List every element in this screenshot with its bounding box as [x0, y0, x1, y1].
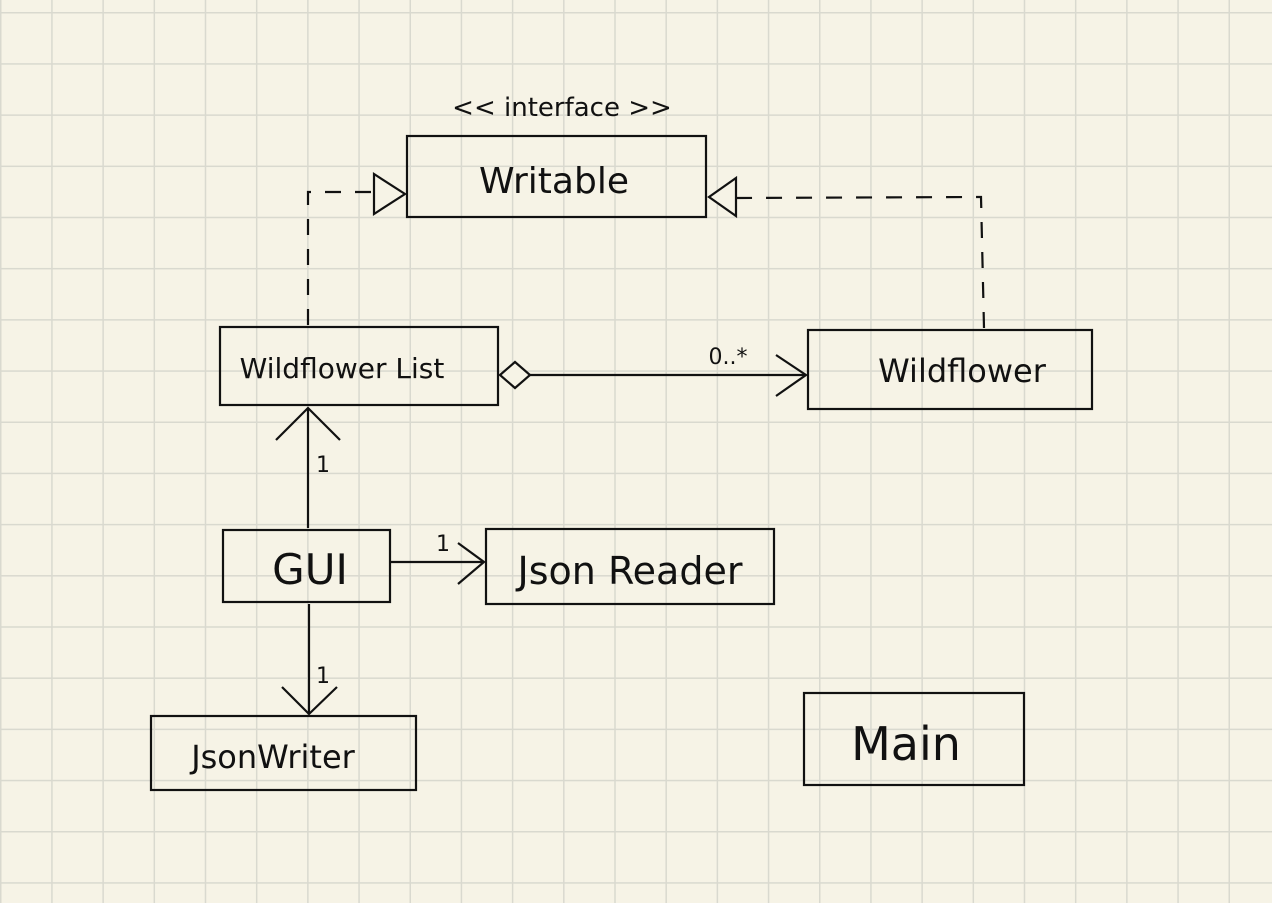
gui-label: GUI — [272, 545, 348, 594]
association-gui-list: 1 — [275, 406, 341, 528]
multiplicity-gui-writer: 1 — [316, 664, 330, 689]
wildflower-implements-writable-arrow — [707, 175, 986, 329]
interface-stereotype: << interface >> — [452, 93, 672, 123]
aggregation-list-wildflower: 0..* — [498, 345, 808, 397]
json-reader-class: Json Reader — [484, 527, 776, 606]
wildflower-class: Wildflower — [806, 328, 1094, 411]
list-implements-writable-arrow — [306, 171, 408, 325]
main-label: Main — [851, 717, 961, 771]
writable-class: Writable — [405, 134, 708, 219]
multiplicity-gui-reader: 1 — [436, 532, 450, 557]
wildflower-list-class: Wildflower List — [218, 325, 500, 407]
json-writer-class: JsonWriter — [149, 714, 418, 792]
main-class: Main — [802, 691, 1026, 787]
json-writer-label: JsonWriter — [189, 738, 355, 776]
multiplicity-gui-list: 1 — [316, 453, 330, 478]
association-gui-writer: 1 — [281, 604, 338, 716]
wildflower-list-label: Wildflower List — [240, 352, 445, 385]
wildflower-label: Wildflower — [878, 352, 1047, 390]
writable-label: Writable — [479, 161, 629, 202]
association-gui-reader: 1 — [390, 532, 486, 585]
json-reader-label: Json Reader — [516, 549, 743, 593]
multiplicity-0-many: 0..* — [709, 345, 748, 370]
gui-class: GUI — [221, 528, 392, 604]
